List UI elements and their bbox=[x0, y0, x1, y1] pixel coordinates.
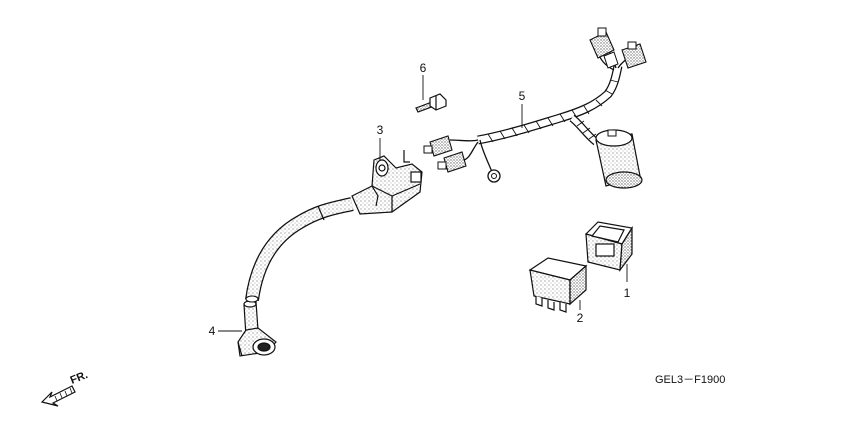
spark-plug-cap bbox=[237, 300, 277, 357]
relay-holder bbox=[584, 221, 633, 273]
wire-harness bbox=[423, 27, 647, 189]
callout-5: 5 bbox=[519, 89, 526, 103]
callout-6: 6 bbox=[420, 61, 427, 75]
callout-3: 3 bbox=[377, 123, 384, 137]
diagram-code: GEL3－F1900 bbox=[655, 374, 725, 386]
callout-4: 4 bbox=[209, 324, 216, 338]
relay bbox=[528, 257, 588, 313]
callout-1: 1 bbox=[624, 286, 631, 300]
callout-2: 2 bbox=[577, 311, 584, 325]
front-direction-arrow-icon bbox=[40, 385, 76, 407]
front-label: FR. bbox=[69, 369, 90, 387]
leader-lines bbox=[218, 75, 628, 332]
ignition-coil bbox=[351, 150, 423, 215]
high-tension-cord bbox=[245, 197, 354, 303]
bolt bbox=[415, 93, 447, 113]
